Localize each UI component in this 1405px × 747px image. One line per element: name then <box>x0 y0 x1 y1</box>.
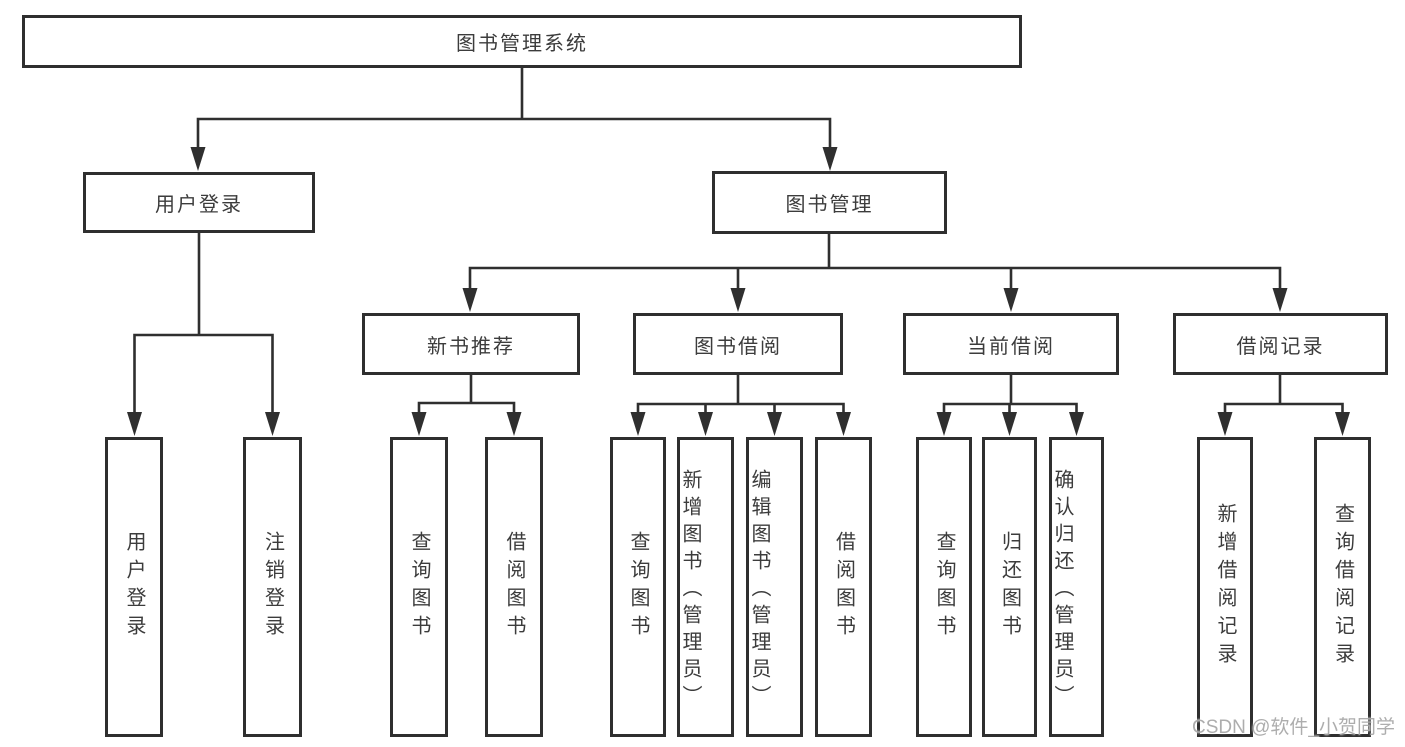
node-library-management-system: 图书管理系统 <box>22 15 1022 68</box>
leaf-return-books: 归还图书 <box>982 437 1037 737</box>
node-label: 当前借阅 <box>967 335 1055 358</box>
leaf-user-login: 用户登录 <box>105 437 163 737</box>
node-label: 借阅记录 <box>1236 335 1325 358</box>
node-borrowing-records: 借阅记录 <box>1173 313 1388 375</box>
node-label: 图书借阅 <box>694 335 782 358</box>
leaf-label: 查询图书 <box>933 531 955 643</box>
leaf-label: 借阅图书 <box>832 531 855 643</box>
leaf-label: 查询图书 <box>408 531 430 643</box>
leaf-logout: 注销登录 <box>243 437 302 737</box>
leaf-add-books-admin: 新增图书（管理员） <box>677 437 734 737</box>
node-label: 新书推荐 <box>427 335 515 358</box>
leaf-borrow-books-borrowing: 借阅图书 <box>815 437 872 737</box>
leaf-query-borrow-record: 查询借阅记录 <box>1314 437 1371 737</box>
leaf-label: 归还图书 <box>998 531 1021 643</box>
leaf-edit-books-admin: 编辑图书（管理员） <box>746 437 803 737</box>
leaf-label: 用户登录 <box>123 531 145 643</box>
node-user-login: 用户登录 <box>83 172 315 233</box>
leaf-label: 新增借阅记录 <box>1214 503 1236 671</box>
node-current-borrowing: 当前借阅 <box>903 313 1119 375</box>
node-new-book-recommendation: 新书推荐 <box>362 313 580 375</box>
leaf-label: 借阅图书 <box>503 531 525 643</box>
csdn-watermark: CSDN @软件_小贺同学 <box>1192 717 1395 738</box>
leaf-confirm-return-admin: 确认归还（管理员） <box>1049 437 1104 737</box>
node-book-borrowing: 图书借阅 <box>633 313 843 375</box>
leaf-label: 查询图书 <box>627 531 649 643</box>
leaf-add-borrow-record: 新增借阅记录 <box>1197 437 1253 737</box>
leaf-query-books-current: 查询图书 <box>916 437 972 737</box>
node-book-management: 图书管理 <box>712 171 947 234</box>
leaf-label: 新增图书（管理员） <box>679 469 701 712</box>
node-label: 用户登录 <box>155 194 243 216</box>
leaf-label: 注销登录 <box>261 531 284 643</box>
node-label: 图书管理系统 <box>456 33 588 55</box>
leaf-query-books-recommend: 查询图书 <box>390 437 448 737</box>
arrowhead-icons <box>127 147 1350 436</box>
leaf-label: 查询借阅记录 <box>1331 503 1354 671</box>
leaf-query-books-borrowing: 查询图书 <box>610 437 666 737</box>
leaf-borrow-books-recommend: 借阅图书 <box>485 437 543 737</box>
leaf-label: 编辑图书（管理员） <box>748 469 770 712</box>
node-label: 图书管理 <box>785 194 874 216</box>
leaf-label: 确认归还（管理员） <box>1051 469 1073 712</box>
